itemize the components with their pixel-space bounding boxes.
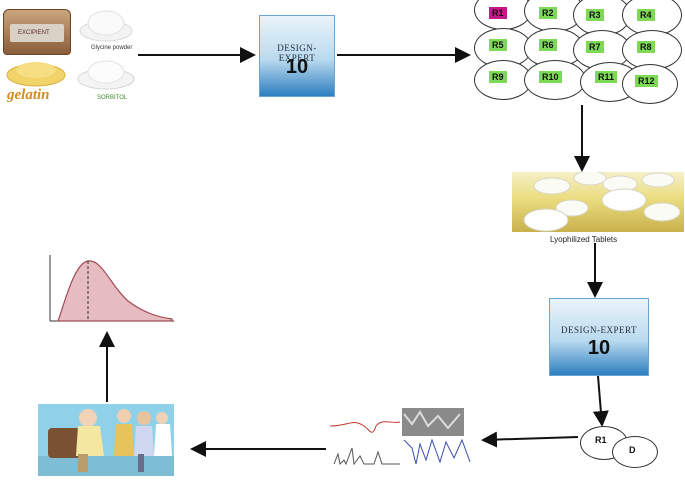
tablets-photo [512,172,684,232]
run-cell: R9 [474,60,532,100]
patients-illustration [38,404,174,476]
spectra-icon [329,408,471,466]
arrow-result-to-spectra [481,431,579,448]
run-cell: R1 [474,0,532,30]
tablets-icon [523,172,681,232]
patients-icon [38,409,174,476]
arrow-design-to-result [592,375,609,427]
design-expert-logo-mid: DESIGN-EXPERT 10 [549,298,649,376]
dissolution-curve [46,255,176,323]
ingredients-collage: EXCIPIENT Glycine powder gelatin SORBITO… [3,3,138,107]
result-d-circle: D [612,436,658,468]
glycine-powder-icon [77,5,135,43]
run-cell: R12 [622,64,678,104]
run-cell: R10 [524,60,586,100]
sorbitol-powder-icon [75,55,137,91]
design-expert-logo-top: DESIGN-EXPERT 10 [259,15,335,97]
sorbitol-label: SORBITOL [97,95,128,101]
glycine-label: Glycine powder [91,45,133,51]
dissolution-curve-icon [49,255,174,322]
excipient-tin-icon: EXCIPIENT [3,9,71,55]
run-cell: R8 [622,30,682,70]
runs-grid: R1 R2 R3 R4 R5 R6 R7 R8 R9 R10 R11 R12 [472,0,684,106]
gelatin-label: gelatin [7,87,50,103]
tablets-caption: Lyophilized Tablets [550,235,618,244]
gelatin-powder-icon [5,57,67,87]
spectra-panel [329,404,480,468]
